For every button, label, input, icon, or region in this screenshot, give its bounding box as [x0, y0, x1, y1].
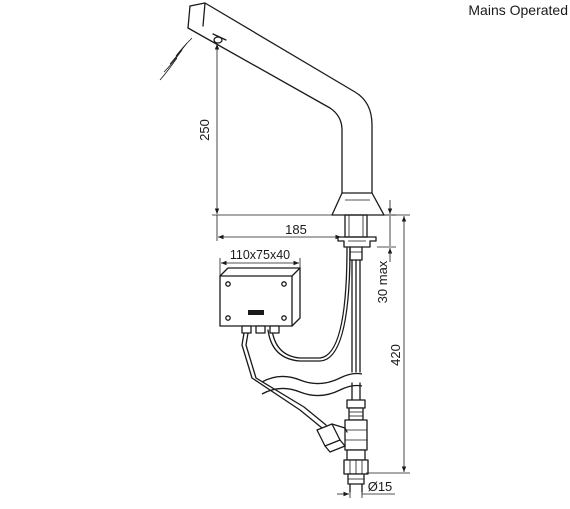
- dimension-spout-height: 250: [197, 44, 342, 216]
- tap-spout: [187, 2, 373, 194]
- solenoid-valve: [343, 399, 369, 493]
- label-spout-reach: 185: [285, 222, 307, 237]
- page-title: Mains Operated: [468, 2, 568, 18]
- label-control-box: 110x75x40: [230, 248, 290, 262]
- label-spout-height: 250: [197, 119, 212, 141]
- brand-logo: [248, 310, 264, 315]
- dimension-tail-diameter: Ø15: [337, 479, 395, 498]
- dimension-spout-reach: 185: [216, 215, 341, 241]
- sensor-cable: [267, 247, 351, 362]
- dimension-control-box: 110x75x40: [219, 248, 301, 276]
- sensor-waves-icon: [159, 37, 193, 81]
- dimension-tail-length: 420: [366, 214, 410, 474]
- tap-base: [331, 192, 385, 216]
- control-box: [219, 267, 327, 429]
- label-deck-thickness: 30 max: [375, 260, 390, 303]
- power-module: [316, 423, 348, 453]
- label-tail-length: 420: [388, 344, 403, 366]
- break-line-2: [261, 384, 363, 397]
- break-line: [261, 372, 363, 385]
- deck-fixing: [337, 214, 377, 261]
- label-tail-diameter: Ø15: [368, 479, 393, 494]
- supply-tails: [351, 259, 361, 401]
